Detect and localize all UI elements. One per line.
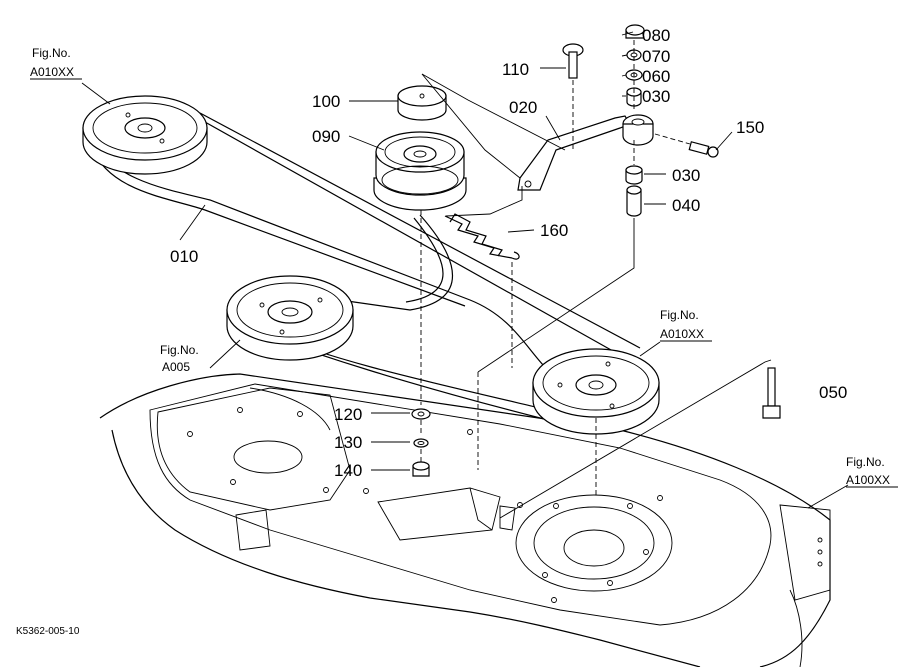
- part-label: 150: [736, 118, 764, 137]
- part-label: 060: [642, 67, 670, 86]
- assembly-lines: [420, 73, 772, 519]
- part-label: 090: [312, 127, 340, 146]
- part-label: 120: [334, 405, 362, 424]
- fig-ref-number: A010XX: [660, 327, 704, 341]
- leader-lines: [81, 31, 849, 509]
- hex-nut: [412, 461, 430, 477]
- hex-bolt: [762, 367, 781, 419]
- part-label: 030: [642, 87, 670, 106]
- idler-cover: [397, 85, 447, 121]
- carriage-bolt: [562, 43, 584, 79]
- fig-ref-number: A010XX: [30, 65, 74, 79]
- fig-ref-caption: Fig.No.: [660, 308, 699, 322]
- flat-washer: [411, 408, 431, 420]
- spindle-pulley-right: [532, 348, 660, 435]
- tension-arm: [517, 114, 654, 191]
- bushing-stack: [625, 165, 643, 217]
- drawing-code: K5362-005-10: [16, 626, 80, 637]
- idler-pulley: [373, 131, 467, 211]
- tension-spring: [444, 213, 520, 260]
- fig-ref-caption: Fig.No.: [32, 46, 71, 60]
- part-labels: 080 070 060 030 110 100 020 150 090 030 …: [170, 26, 847, 480]
- fig-ref-caption: Fig.No.: [160, 343, 199, 357]
- part-label: 110: [502, 60, 529, 79]
- part-label: 100: [312, 92, 340, 111]
- part-label: 040: [672, 196, 700, 215]
- part-label: 130: [334, 433, 362, 452]
- part-label: 010: [170, 247, 198, 266]
- part-label: 020: [509, 98, 537, 117]
- part-label: 050: [819, 383, 847, 402]
- fig-ref-number: A100XX: [846, 473, 890, 487]
- part-label: 070: [642, 47, 670, 66]
- part-label: 080: [642, 26, 670, 45]
- spindle-pulley-left: [226, 275, 354, 361]
- fig-ref-number: A005: [162, 360, 190, 374]
- part-label: 140: [334, 461, 362, 480]
- fig-ref-caption: Fig.No.: [846, 455, 885, 469]
- figure-references: Fig.No. A010XX Fig.No. A005 Fig.No. A010…: [30, 46, 898, 488]
- grease-fitting: [688, 141, 719, 158]
- mower-deck: [99, 373, 831, 667]
- left-pulley: [82, 95, 208, 175]
- lock-washer: [413, 438, 429, 448]
- part-label: 160: [540, 221, 568, 240]
- part-label: 030: [672, 166, 700, 185]
